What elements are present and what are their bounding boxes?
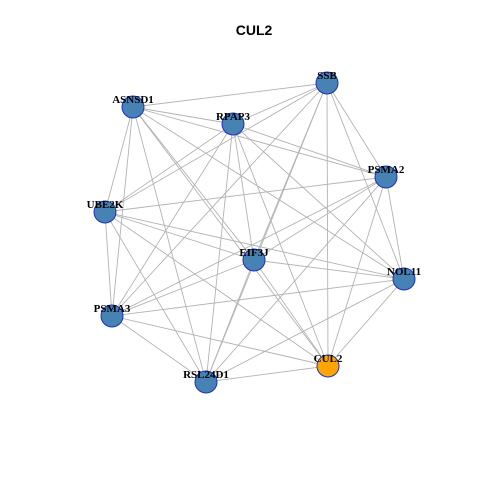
edge-rpap3-psma2 [232,123,387,178]
edge-psma2-ube2k [104,176,387,213]
edge-asnsd1-psma3 [111,106,134,317]
node-label-psma2: PSMA2 [368,164,405,176]
edge-ube2k-psma3 [104,211,113,317]
edge-psma3-rsl24d1 [111,315,207,383]
edge-psma2-eif3j [253,176,387,261]
edge-ube2k-rsl24d1 [104,211,207,383]
edge-nol11-psma3 [111,278,405,317]
edge-nol11-rsl24d1 [205,278,405,383]
node-ssb[interactable] [315,71,339,95]
node-cul2[interactable] [316,354,340,378]
edge-psma2-rsl24d1 [205,176,387,383]
edge-ssb-asnsd1 [132,82,328,108]
node-rpap3[interactable] [221,112,245,136]
node-layer [93,71,416,394]
node-psma3[interactable] [100,304,124,328]
edge-asnsd1-nol11 [132,106,405,280]
edge-rpap3-cul2 [232,123,329,367]
edge-asnsd1-eif3j [132,106,255,261]
node-ube2k[interactable] [93,200,117,224]
edge-ube2k-cul2 [104,211,329,367]
node-label-rpap3: RPAP3 [216,111,251,123]
edge-asnsd1-cul2 [132,106,329,367]
node-eif3j[interactable] [242,248,266,272]
edge-asnsd1-rsl24d1 [132,106,207,383]
edge-ube2k-nol11 [104,211,405,280]
node-label-asnsd1: ASNSD1 [112,94,154,106]
edge-ssb-psma2 [326,82,387,178]
edge-eif3j-rsl24d1 [205,259,255,383]
node-psma2[interactable] [374,165,398,189]
graph-title: CUL2 [236,22,273,38]
edge-ssb-psma3 [111,82,328,317]
node-label-ssb: SSB [317,70,337,82]
edge-asnsd1-ube2k [104,106,134,213]
node-label-eif3j: EIF3J [239,247,269,259]
edge-eif3j-psma3 [111,259,255,317]
edge-nol11-cul2 [327,278,405,367]
edge-psma3-cul2 [111,315,329,367]
node-rsl24d1[interactable] [194,370,218,394]
node-asnsd1[interactable] [121,95,145,119]
edge-ssb-ube2k [104,82,328,213]
edge-rpap3-ube2k [104,123,234,213]
edge-layer [104,82,405,383]
node-label-psma3: PSMA3 [94,303,131,315]
edge-asnsd1-rpap3 [132,106,234,125]
node-label-rsl24d1: RSL24D1 [183,369,229,381]
edge-ssb-rsl24d1 [205,82,328,383]
edge-rpap3-psma3 [111,123,234,317]
edge-ube2k-eif3j [104,211,255,261]
edge-asnsd1-psma2 [132,106,387,178]
node-nol11[interactable] [392,267,416,291]
node-label-ube2k: UBE2K [87,199,124,211]
edge-eif3j-nol11 [253,259,405,280]
edge-rpap3-eif3j [232,123,255,261]
edge-psma2-nol11 [385,176,405,280]
edge-rpap3-nol11 [232,123,405,280]
node-label-nol11: NOL11 [387,266,421,278]
edge-ssb-cul2 [326,82,329,367]
edge-psma2-psma3 [111,176,387,317]
edge-psma2-cul2 [327,176,387,367]
node-label-cul2: CUL2 [314,353,343,365]
edge-eif3j-cul2 [253,259,329,367]
edge-cul2-rsl24d1 [205,365,329,383]
edge-ssb-rpap3 [232,82,328,125]
edge-ssb-nol11 [326,82,405,280]
